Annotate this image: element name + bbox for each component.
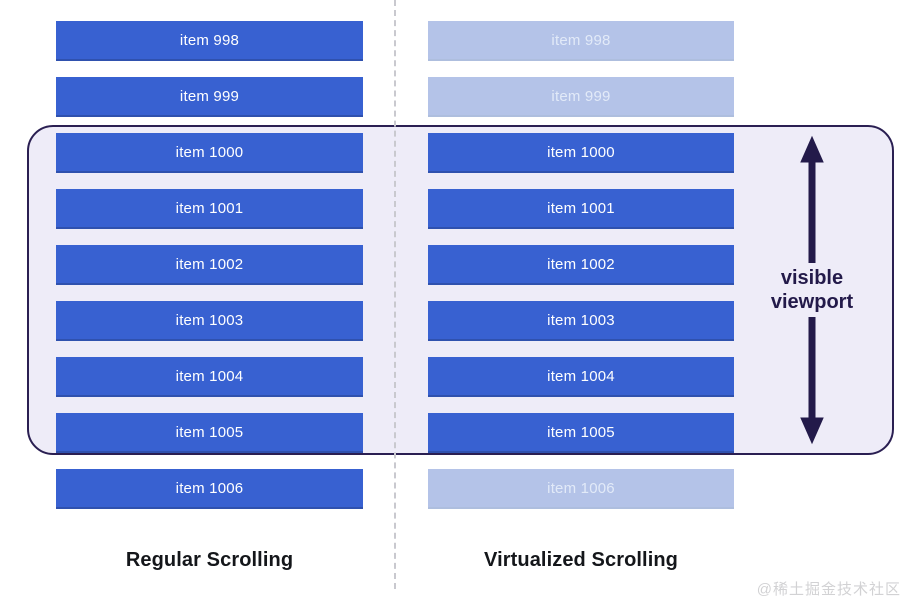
list-item[interactable]: item 1003 xyxy=(56,301,363,341)
watermark: @稀土掘金技术社区 xyxy=(756,581,901,598)
visible-viewport-label: visible viewport xyxy=(764,262,860,318)
list-item[interactable]: item 1006 xyxy=(56,469,363,509)
visible-viewport-box xyxy=(27,125,894,455)
list-item[interactable]: item 1001 xyxy=(56,189,363,229)
list-item[interactable]: item 1000 xyxy=(56,133,363,173)
visible-viewport-label-line2: viewport xyxy=(770,291,854,313)
list-item[interactable]: item 1004 xyxy=(56,357,363,397)
caption-regular-scrolling: Regular Scrolling xyxy=(125,549,294,571)
visible-viewport-annotation: visible viewport xyxy=(744,125,880,455)
list-item[interactable]: item 998 xyxy=(428,21,734,61)
visible-viewport-label-line1: visible xyxy=(780,266,844,289)
column-divider xyxy=(394,0,396,589)
list-item[interactable]: item 999 xyxy=(428,77,734,117)
list-item[interactable]: item 1002 xyxy=(56,245,363,285)
list-item[interactable]: item 1005 xyxy=(56,413,363,453)
list-item[interactable]: item 1002 xyxy=(428,245,734,285)
list-item[interactable]: item 1005 xyxy=(428,413,734,453)
list-item[interactable]: item 1003 xyxy=(428,301,734,341)
list-item[interactable]: item 998 xyxy=(56,21,363,61)
list-item[interactable]: item 1004 xyxy=(428,357,734,397)
list-item[interactable]: item 1006 xyxy=(428,469,734,509)
list-item[interactable]: item 1000 xyxy=(428,133,734,173)
list-item[interactable]: item 999 xyxy=(56,77,363,117)
double-arrow-icon xyxy=(800,135,824,445)
list-item[interactable]: item 1001 xyxy=(428,189,734,229)
caption-virtualized-scrolling: Virtualized Scrolling xyxy=(484,549,678,571)
